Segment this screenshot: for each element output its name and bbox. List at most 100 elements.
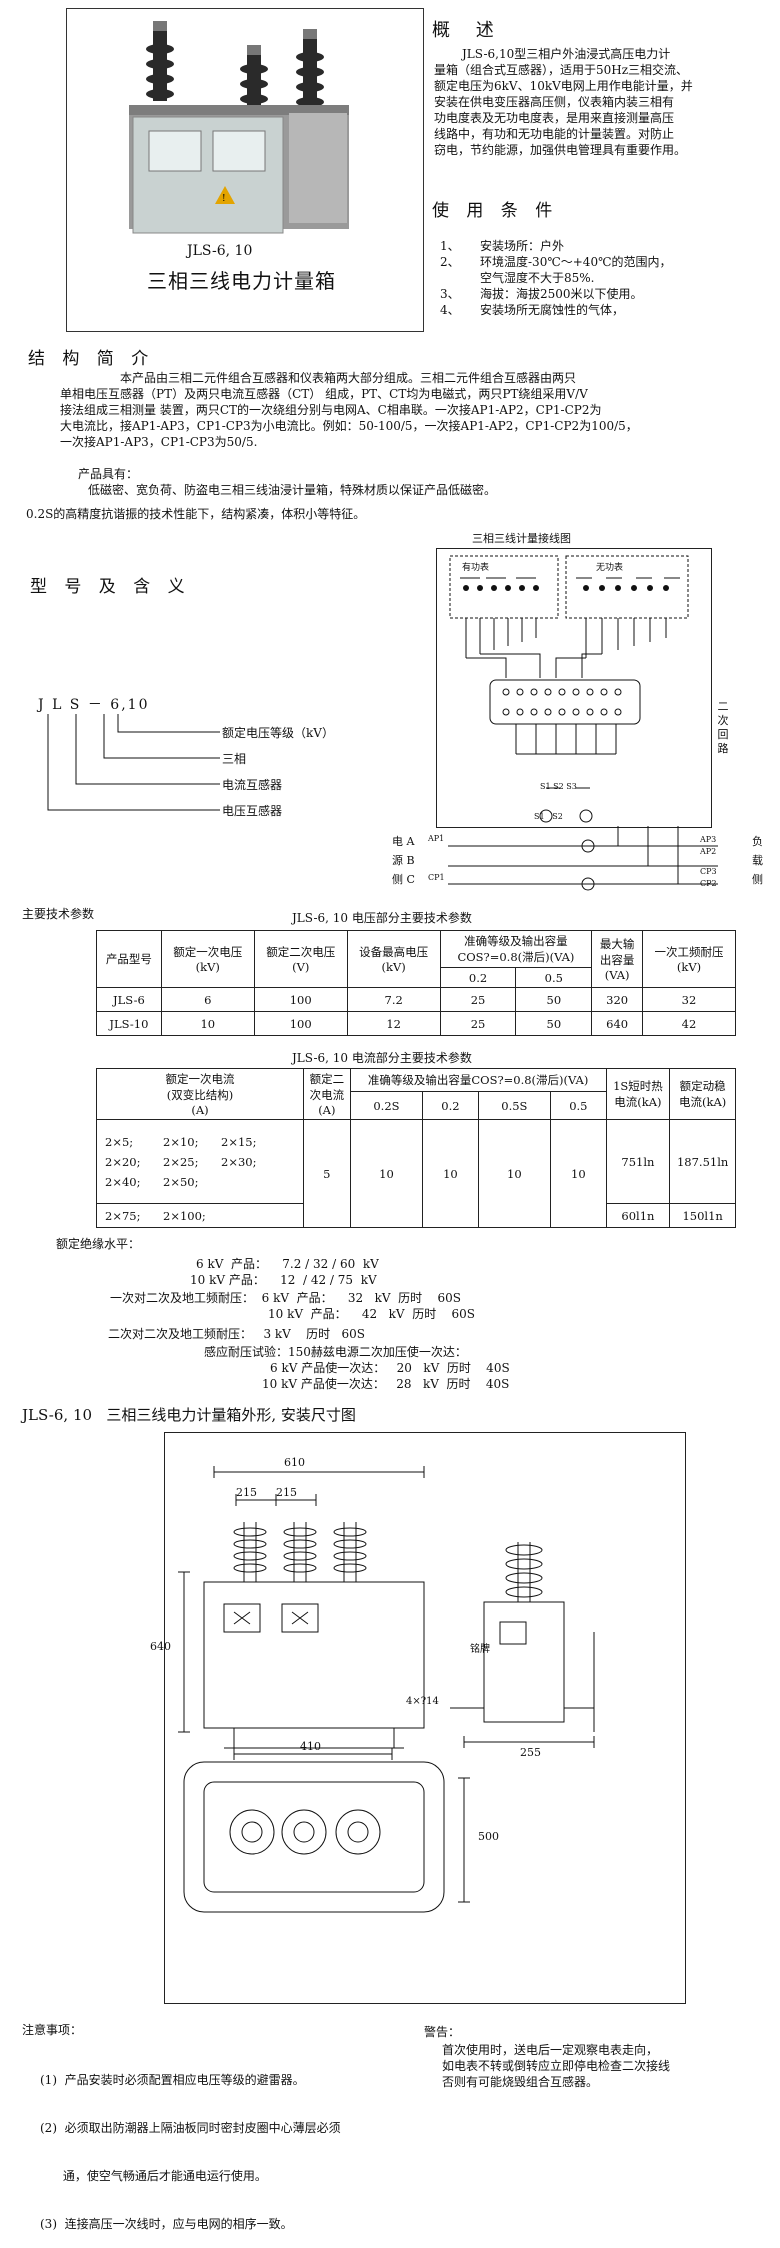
outline-frame bbox=[164, 1432, 686, 2004]
overview-body: JLS-6,10型三相户外油浸式高压电力计 量箱（组合式互感器），适用于50Hz… bbox=[434, 46, 774, 158]
source-side-label: 电 A 源 B 侧 C bbox=[392, 835, 415, 886]
conditions-title: 使 用 条 件 bbox=[432, 201, 559, 221]
vt-header-primary: 额定一次电压(kV) bbox=[160, 930, 255, 988]
feature-line: 低磁密、宽负荷、防盗电三相三线油浸计量箱，特殊材质以保证产品低磁密。 bbox=[88, 483, 497, 497]
structure-title: 结 构 简 介 bbox=[28, 349, 155, 369]
meter-active-label: 有功表 bbox=[462, 563, 490, 573]
condition-item: 1、安装场所：户外 bbox=[440, 239, 565, 253]
structure-line: 接法组成三相测量 装置，两只CT的一次绕组分别与电网A、C相串联。一次接AP1-… bbox=[60, 403, 602, 417]
tech-heading: 主要技术参数 bbox=[22, 907, 95, 921]
overview-line: 量箱（组合式互感器），适用于50Hz三相交流、 bbox=[434, 63, 689, 77]
wiring-frame bbox=[436, 548, 712, 828]
ct-ratio-cell: 2×5;2×10;2×15; 2×20;2×25;2×30; 2×40;2×50… bbox=[96, 1119, 304, 1204]
warning-body: 首次使用时，送电后一定观察电表走向， 如电表不转或倒转应立即停电检查二次接线 否… bbox=[442, 2043, 671, 2089]
model-title: 型 号 及 含 义 bbox=[30, 577, 191, 597]
overview-line: 额定电压为6kV、10kV电网上用作电能计量，并 bbox=[434, 79, 693, 93]
vt-header-class-02: 0.2 bbox=[439, 967, 517, 988]
table-row: 2×5;2×10;2×15; 2×20;2×25;2×30; 2×40;2×50… bbox=[96, 1119, 736, 1228]
vt-table-title: JLS-6, 10 电压部分主要技术参数 bbox=[292, 911, 472, 925]
vt-header-secondary: 额定二次电压(V) bbox=[253, 930, 348, 988]
dim-gap2: 215 bbox=[276, 1486, 297, 1499]
ct-header-accuracy: 准确等级及输出容量COS?=0.8(滞后)(VA) bbox=[349, 1067, 607, 1093]
model-leader-lines bbox=[47, 714, 220, 811]
structure-body: 本产品由三相二元件组合互感器和仪表箱两大部分组成。三相二元件组合互感器由两只 单… bbox=[60, 370, 770, 498]
dim-side: 255 bbox=[520, 1746, 541, 1759]
note-item: (2) 必须取出防潮器上隔油板同时密封皮圈中心薄层必须 bbox=[40, 2121, 341, 2135]
vt-header-maxout: 最大输出容量(VA) bbox=[591, 930, 643, 988]
warning-head: 警告： bbox=[424, 2025, 461, 2039]
model-meaning-voltage: 额定电压等级（kV） bbox=[222, 726, 334, 740]
insulation-line: 6 kV 产品使一次达： 20 kV 历时 40S bbox=[270, 1361, 510, 1375]
model-code: J L S － 6,10 bbox=[38, 697, 150, 713]
table-row: 2×75;2×100; 60l1n 150l1n bbox=[96, 1203, 736, 1228]
outline-drawing bbox=[178, 1466, 595, 1913]
vt-spec-table: 产品型号 额定一次电压(kV) 额定二次电压(V) 设备最高电压(kV) 准确等… bbox=[96, 930, 737, 1036]
condition-item: 4、安装场所无腐蚀性的气体， bbox=[440, 303, 625, 317]
insulation-line: 10 kV 产品： 42 kV 历时 60S bbox=[268, 1307, 475, 1321]
overview-line: 功电度表及无功电度表，是用来直接测量高压 bbox=[434, 111, 675, 125]
structure-line: 大电流比，接AP1-AP3，CP1-CP3为小电流比。例如：50-100/5，一… bbox=[60, 419, 638, 433]
model-meaning-vt: 电压互感器 bbox=[222, 804, 283, 818]
dim-gap1: 215 bbox=[236, 1486, 257, 1499]
insulation-line: 6 kV 产品： 7.2 / 32 / 60 kV bbox=[196, 1257, 379, 1271]
photo-caption-title: 三相三线电力计量箱 bbox=[147, 269, 336, 293]
feature-line: 0.2S的高精度抗谐振的技术性能下，结构紧凑，体积小等特征。 bbox=[26, 507, 366, 521]
metering-box-photo: ! bbox=[129, 21, 349, 234]
dim-base: 410 bbox=[300, 1740, 321, 1753]
terminal-cp1: CP1 bbox=[428, 873, 445, 882]
insulation-line: 二次对二次及地工频耐压： 3 kV 历时 60S bbox=[108, 1327, 366, 1341]
overview-line: JLS-6,10型三相户外油浸式高压电力计 bbox=[462, 47, 671, 61]
vt-header-class-05: 0.5 bbox=[515, 967, 593, 988]
ct-spec-table: 额定一次电流(双变比结构)(A) 额定二次电流(A) 准确等级及输出容量COS?… bbox=[96, 1067, 736, 1228]
insulation-line: 一次对二次及地工频耐压： 6 kV 产品： 32 kV 历时 60S bbox=[110, 1291, 461, 1305]
model-meaning-three-phase: 三相 bbox=[222, 752, 247, 766]
ct-header-dyn: 额定动稳电流(kA) bbox=[669, 1068, 736, 1120]
insulation-line: 10 kV 产品： 12 / 42 / 75 kV bbox=[190, 1273, 377, 1287]
wiring-schematic bbox=[449, 555, 689, 823]
insulation-head: 额定绝缘水平： bbox=[56, 1237, 141, 1251]
note-item: (3) 连接高压一次线时，应与电网的相序一致。 bbox=[40, 2217, 293, 2231]
meter-reactive-label: 无功表 bbox=[596, 563, 624, 573]
vt-header-max: 设备最高电压(kV) bbox=[346, 930, 441, 988]
structure-line: 本产品由三相二元件组合互感器和仪表箱两大部分组成。三相二元件组合互感器由两只 bbox=[120, 371, 577, 385]
dim-depth: 500 bbox=[478, 1830, 499, 1843]
model-meaning-ct: 电流互感器 bbox=[222, 778, 283, 792]
terminals-right: AP3 AP2 CP3 CP2 bbox=[700, 835, 717, 888]
wiring-line-section bbox=[448, 826, 718, 891]
vt-header-model: 产品型号 bbox=[96, 930, 162, 988]
vt-header-freq: 一次工频耐压(kV) bbox=[641, 930, 737, 988]
photo-caption-model: JLS-6, 10 bbox=[187, 243, 253, 259]
note-item: (1) 产品安装时必须配置相应电压等级的避雷器。 bbox=[40, 2073, 305, 2087]
condition-item: 空气湿度不大于85%. bbox=[480, 271, 595, 285]
overview-title: 概 述 bbox=[432, 20, 504, 41]
condition-item: 3、海拔：海拔2500米以下使用。 bbox=[440, 287, 643, 301]
terminal-ap1: AP1 bbox=[428, 834, 445, 843]
ct-table-title: JLS-6, 10 电流部分主要技术参数 bbox=[292, 1051, 472, 1065]
notes-head: 注意事项： bbox=[22, 2023, 83, 2037]
outline-title: JLS-6, 10 三相三线电力计量箱外形, 安装尺寸图 bbox=[22, 1406, 356, 1424]
dim-width: 610 bbox=[284, 1456, 305, 1469]
ct-header-primary: 额定一次电流(双变比结构)(A) bbox=[96, 1068, 304, 1120]
insulation-line: 10 kV 产品使一次达： 28 kV 历时 40S bbox=[262, 1377, 510, 1391]
ct-labels-lower: S1 S2 bbox=[534, 812, 563, 821]
nameplate-label: 铭牌 bbox=[470, 1644, 490, 1655]
overview-line: 线路中，有功和无功电能的计量装置。对防止 bbox=[434, 127, 675, 141]
wiring-title: 三相三线计量接线图 bbox=[472, 532, 571, 545]
condition-item: 2、环境温度-30℃～+40℃的范围内， bbox=[440, 255, 672, 269]
notes-list: (1) 产品安装时必须配置相应电压等级的避雷器。 (2) 必须取出防潮器上隔油板… bbox=[40, 2040, 341, 2248]
svg-text:!: ! bbox=[222, 194, 226, 204]
secondary-circuit-label: 二 次 回 路 bbox=[717, 700, 729, 755]
structure-line: 单相电压互感器（PT）及两只电流互感器（CT） 组成，PT、CT均为电磁式，两只… bbox=[60, 387, 588, 401]
ct-header-secondary: 额定二次电流(A) bbox=[303, 1068, 351, 1120]
conditions-list: 1、安装场所：户外 2、环境温度-30℃～+40℃的范围内， 空气湿度不大于85… bbox=[440, 238, 672, 318]
dim-holes: 4×?14 bbox=[406, 1696, 439, 1707]
product-photo-frame: ! JLS-6, 10 三相三线电力计量箱 bbox=[66, 8, 424, 332]
load-side-label: 负 载 侧 bbox=[752, 835, 763, 886]
feature-head: 产品具有： bbox=[78, 467, 139, 481]
ct-labels: S1 S2 S3 bbox=[540, 782, 577, 791]
structure-line: 一次接AP1-AP3，CP1-CP3为50/5. bbox=[60, 435, 258, 449]
insulation-line: 感应耐压试验：150赫兹电源二次加压使一次达： bbox=[204, 1345, 467, 1359]
